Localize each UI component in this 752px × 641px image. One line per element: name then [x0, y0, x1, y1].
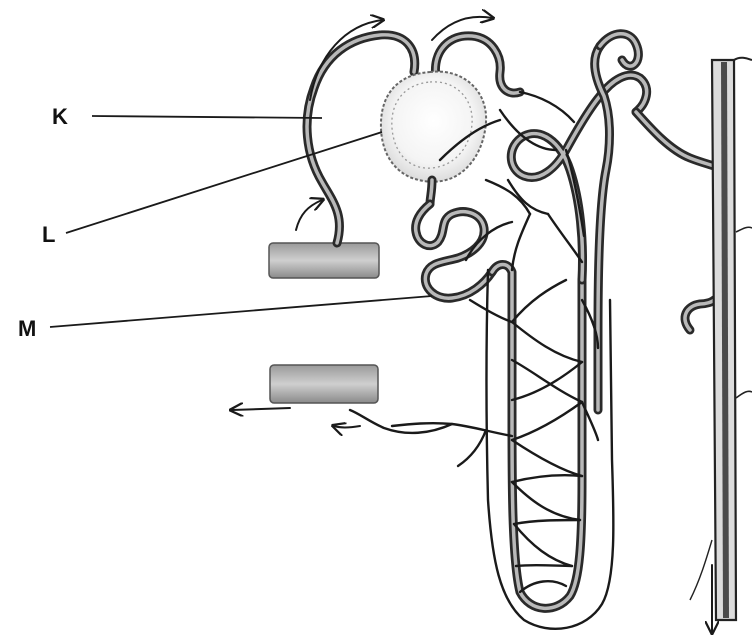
flow-arrow-venule: [334, 426, 360, 428]
flow-arrow-vein-out: [232, 408, 290, 410]
loop-of-henle: [492, 265, 582, 609]
leader-line-m: [50, 296, 432, 327]
glomerulus: [381, 72, 486, 204]
connecting-tubule: [636, 112, 714, 330]
venule-return: [350, 410, 452, 433]
proximal-convoluted-tubule: [416, 204, 492, 298]
collecting-duct: [690, 58, 752, 620]
renal-artery-vessel: [269, 243, 379, 278]
label-k: K: [52, 104, 68, 129]
renal-vein-vessel: [270, 365, 378, 403]
label-m: M: [18, 316, 36, 341]
distal-convoluted-tubule: [511, 75, 646, 280]
vasa-recta-limb: [595, 34, 639, 410]
flow-arrow-into-arteriole: [296, 200, 322, 230]
label-l: L: [42, 222, 55, 247]
leader-line-k: [92, 116, 322, 118]
